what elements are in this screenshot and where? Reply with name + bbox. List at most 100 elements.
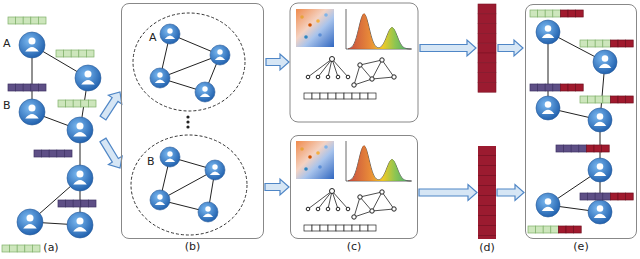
- user-head: [205, 206, 210, 211]
- user-body: [155, 80, 165, 84]
- user-circle: [210, 45, 230, 65]
- user-circle: [67, 212, 93, 238]
- user-circle: [17, 209, 43, 235]
- feature-cell: [626, 40, 634, 47]
- embedding-vector: (d): [478, 146, 496, 239]
- flow-arrow: [100, 138, 122, 168]
- node-label: B: [3, 100, 11, 111]
- user-circle: [588, 158, 612, 182]
- user-body: [73, 132, 87, 137]
- tree-leaf: [336, 207, 340, 211]
- user-icon: [75, 65, 101, 91]
- graph-node: [352, 215, 356, 219]
- feature-cell: [595, 193, 603, 200]
- user-icon: [17, 209, 43, 235]
- user-icon: [150, 190, 170, 210]
- tree-leaf: [306, 75, 310, 79]
- feature-cell: [536, 226, 544, 233]
- user-body: [73, 227, 87, 232]
- sequence-cell: [312, 93, 320, 99]
- heatmap-dot: [318, 33, 322, 37]
- user-body: [542, 207, 554, 211]
- feature-cell: [618, 40, 626, 47]
- feature-cell: [553, 10, 561, 17]
- user-body: [210, 172, 220, 176]
- feature-cell: [610, 40, 618, 47]
- feature-cell: [551, 226, 559, 233]
- sequence-cell: [328, 93, 336, 99]
- feature-cell: [528, 226, 536, 233]
- graph-node: [370, 77, 374, 81]
- user-body: [155, 202, 165, 206]
- ellipse-border: [133, 13, 245, 111]
- user-body: [594, 172, 606, 176]
- user-icon: [205, 160, 225, 180]
- heatmap-dot: [316, 19, 320, 23]
- graph-link: [372, 209, 394, 211]
- user-body: [25, 114, 39, 119]
- heatmap-dot: [300, 147, 304, 151]
- user-head: [76, 218, 83, 225]
- sequence-cell: [344, 225, 352, 231]
- graph-node: [380, 190, 384, 194]
- user-circle: [195, 82, 215, 102]
- ellipse-outline: [130, 134, 248, 236]
- user-circle: [536, 193, 560, 217]
- user-head: [545, 25, 551, 31]
- feature-cell: [610, 96, 618, 103]
- user-body: [203, 214, 213, 218]
- feature-cell: [580, 40, 588, 47]
- graph-node: [370, 209, 374, 213]
- panel-label: (d): [479, 242, 495, 253]
- user-head: [202, 86, 207, 91]
- user-body: [215, 57, 225, 61]
- node-label: A: [3, 38, 11, 49]
- graph-link: [372, 77, 394, 79]
- graph-node: [392, 207, 396, 211]
- density-axis: [346, 141, 412, 181]
- graph-node: [392, 75, 396, 79]
- flow-arrow: [265, 179, 289, 195]
- ellipse-outline: [132, 12, 246, 112]
- feature-cell: [8, 17, 16, 24]
- tree-leaf: [346, 207, 350, 211]
- graph-node: [358, 63, 362, 67]
- user-icon: [210, 45, 230, 65]
- ellipsis-dot: [186, 125, 189, 128]
- graph-link: [354, 79, 372, 85]
- tree-leaf: [306, 207, 310, 211]
- graph-link: [372, 60, 382, 79]
- user-icon: [67, 165, 93, 191]
- ellipsis-dot: [186, 120, 189, 123]
- user-body: [542, 110, 554, 114]
- user-head: [167, 28, 172, 33]
- user-body: [23, 224, 37, 229]
- embedding-cell: [478, 53, 496, 63]
- feature-cell: [564, 145, 572, 152]
- graph-link: [382, 60, 394, 77]
- feature-cell: [579, 145, 587, 152]
- embedding-cell: [478, 24, 496, 34]
- user-head: [26, 215, 33, 222]
- density-fill: [348, 13, 411, 49]
- feature-cell: [543, 226, 551, 233]
- feature-cell: [16, 84, 24, 91]
- output-graph-panel: (e): [525, 4, 637, 239]
- feature-cell: [545, 10, 553, 17]
- feature-cell: [88, 100, 96, 107]
- user-head: [76, 123, 83, 130]
- heatmap-dot: [308, 23, 312, 27]
- heatmap-dot: [316, 151, 320, 155]
- feature-cell: [58, 100, 66, 107]
- heatmap-dot: [300, 15, 304, 19]
- embedding-cell: [478, 82, 496, 92]
- user-circle: [588, 108, 612, 132]
- density-fill: [348, 145, 411, 181]
- feature-cell: [71, 50, 79, 57]
- feature-cell: [64, 150, 72, 157]
- user-body: [165, 159, 175, 163]
- feature-cell: [79, 50, 87, 57]
- feature-cell: [574, 226, 582, 233]
- heatmap-dot: [308, 155, 312, 159]
- user-icon: [67, 117, 93, 143]
